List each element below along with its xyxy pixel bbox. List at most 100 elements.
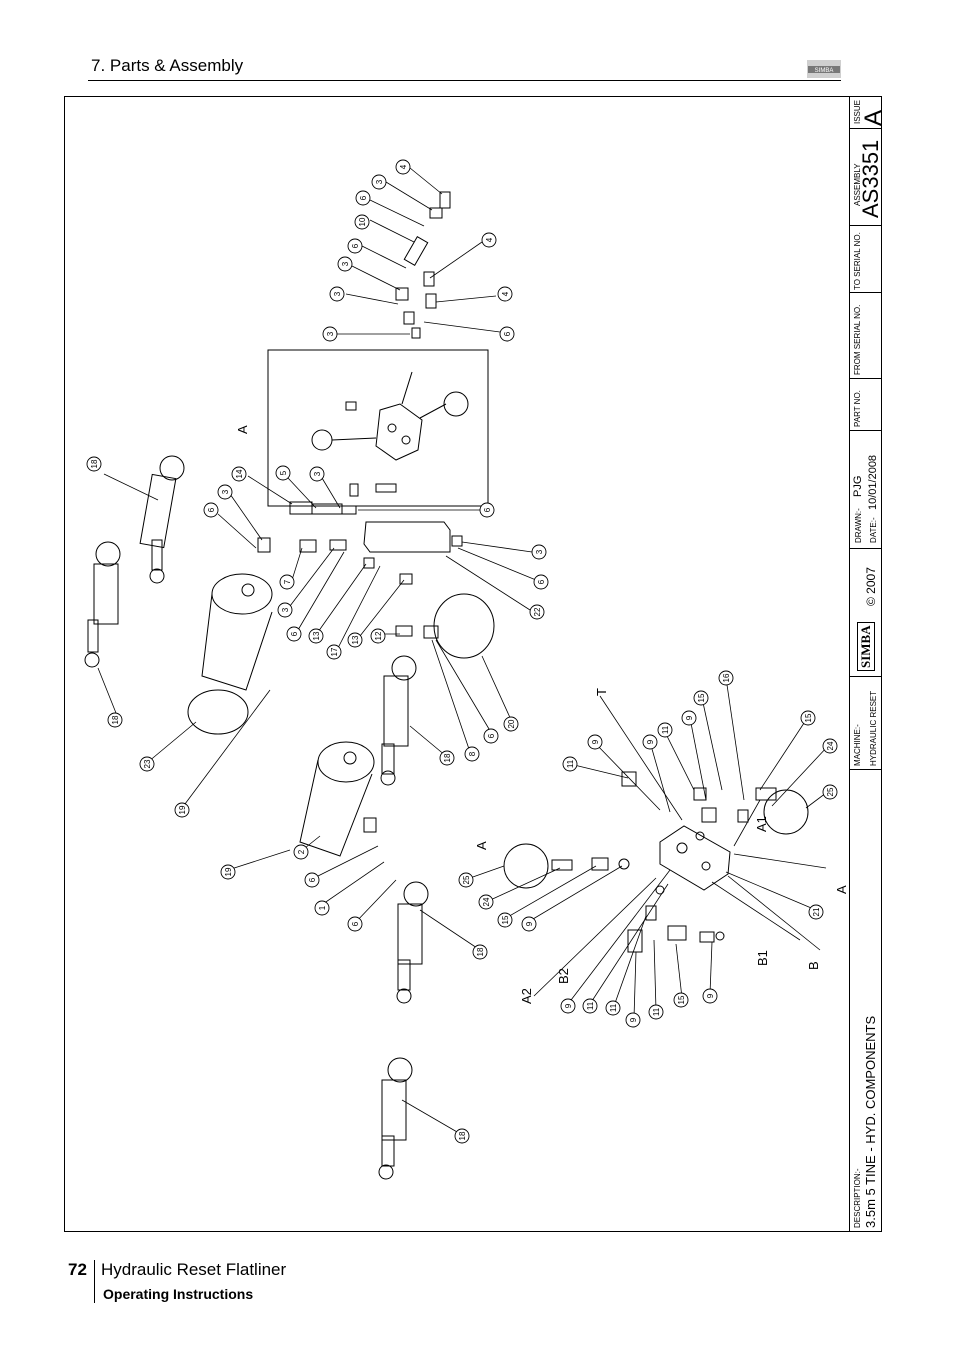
svg-text:17: 17 (330, 647, 339, 656)
callout-6: 6 (286, 626, 302, 642)
svg-text:9: 9 (591, 739, 600, 744)
svg-text:11: 11 (661, 725, 670, 734)
svg-text:6: 6 (537, 579, 546, 584)
callout-11: 11 (657, 722, 673, 738)
callout-3: 3 (217, 484, 233, 500)
svg-text:4: 4 (399, 164, 408, 169)
callout-6: 6 (347, 238, 363, 254)
svg-text:20: 20 (507, 719, 516, 728)
callout-20: 20 (503, 716, 519, 732)
callout-15: 15 (693, 690, 709, 706)
callout-6: 6 (483, 728, 499, 744)
logo-text: SIMBA (815, 68, 834, 74)
svg-text:3: 3 (333, 291, 342, 296)
callout-6: 6 (499, 326, 515, 342)
callout-4: 4 (395, 159, 411, 175)
svg-text:8: 8 (468, 751, 477, 756)
svg-text:19: 19 (224, 867, 233, 876)
callout-4: 4 (481, 232, 497, 248)
svg-text:6: 6 (503, 331, 512, 336)
callout-group: 4 3 6 10 6 3 4 3 4 3 6 18 3 14 6 5 3 6 3… (86, 159, 838, 1144)
callout-25: 25 (822, 784, 838, 800)
svg-text:6: 6 (207, 507, 216, 512)
svg-text:11: 11 (566, 759, 575, 768)
callout-15: 15 (497, 912, 513, 928)
callout-14: 14 (231, 466, 247, 482)
callout-6: 6 (479, 502, 495, 518)
callout-18: 18 (472, 944, 488, 960)
callout-3: 3 (531, 544, 547, 560)
callout-1: 1 (314, 900, 330, 916)
callout-11: 11 (562, 756, 578, 772)
svg-text:6: 6 (308, 877, 317, 882)
svg-text:11: 11 (609, 1003, 618, 1012)
svg-text:6: 6 (483, 507, 492, 512)
port-label-t: T (594, 688, 609, 696)
page-number: 72 (68, 1260, 87, 1279)
assembly-value: AS3351 (858, 139, 883, 218)
svg-text:1: 1 (318, 905, 327, 910)
svg-text:5: 5 (279, 470, 288, 475)
brand-logo-text: SIMBA (857, 622, 875, 671)
callout-9: 9 (587, 734, 603, 750)
svg-text:18: 18 (476, 947, 485, 956)
date-value: 10/01/2008 (867, 454, 879, 510)
svg-text:11: 11 (586, 1001, 595, 1010)
svg-text:3: 3 (313, 471, 322, 476)
svg-text:13: 13 (312, 631, 321, 640)
callout-19: 19 (174, 802, 190, 818)
footer-divider (94, 1260, 95, 1303)
callout-6: 6 (203, 502, 219, 518)
to-serial-label: TO SERIAL NO. (853, 232, 862, 290)
callout-12: 12 (370, 628, 386, 644)
svg-text:9: 9 (629, 1017, 638, 1022)
callout-4: 4 (497, 286, 513, 302)
svg-text:21: 21 (812, 907, 821, 916)
svg-text:15: 15 (804, 713, 813, 722)
svg-text:3: 3 (281, 607, 290, 612)
svg-text:7: 7 (283, 579, 292, 584)
callout-11: 11 (582, 998, 598, 1014)
callout-9: 9 (681, 710, 697, 726)
callout-9: 9 (642, 734, 658, 750)
callout-5: 5 (275, 465, 291, 481)
callout-24: 24 (478, 894, 494, 910)
description-label: DESCRIPTION:- (853, 1168, 862, 1228)
reset-unit-icon (187, 573, 273, 735)
svg-text:23: 23 (143, 759, 152, 768)
svg-text:10: 10 (358, 217, 367, 226)
machine-label: MACHINE:- (853, 724, 862, 766)
svg-text:13: 13 (351, 635, 360, 644)
detail-valve-block-icon (311, 371, 469, 497)
svg-text:3: 3 (341, 261, 350, 266)
svg-text:25: 25 (462, 875, 471, 884)
callout-21: 21 (808, 904, 824, 920)
callout-13: 13 (308, 628, 324, 644)
title-block (849, 97, 883, 1231)
callout-3: 3 (277, 602, 293, 618)
callout-9: 9 (521, 916, 537, 932)
svg-text:15: 15 (697, 693, 706, 702)
callout-8: 8 (464, 746, 480, 762)
callout-9: 9 (702, 988, 718, 1004)
cylinder-icon (380, 655, 417, 786)
drawn-value: PJG (852, 475, 864, 497)
svg-text:18: 18 (111, 715, 120, 724)
svg-text:25: 25 (826, 787, 835, 796)
port-label-a: A (235, 425, 250, 434)
port-label-a2: A2 (519, 988, 534, 1004)
svg-text:15: 15 (501, 915, 510, 924)
callout-6: 6 (347, 916, 363, 932)
callout-18: 18 (107, 712, 123, 728)
svg-text:15: 15 (677, 995, 686, 1004)
svg-text:14: 14 (235, 469, 244, 478)
callout-18: 18 (439, 750, 455, 766)
svg-text:22: 22 (533, 607, 542, 616)
callout-10: 10 (354, 214, 370, 230)
reset-unit-icon (299, 741, 377, 857)
copyright: © 2007 (864, 567, 878, 606)
header-rule (88, 80, 841, 81)
svg-text:11: 11 (652, 1007, 661, 1016)
callout-13: 13 (347, 632, 363, 648)
svg-text:3: 3 (326, 331, 335, 336)
